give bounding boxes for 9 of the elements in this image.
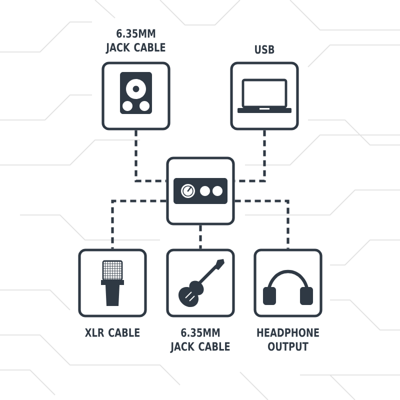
connector-line xyxy=(199,225,202,249)
box-label: XLR CABLE xyxy=(84,328,140,337)
box-label: HEADPHONE OUTPUT xyxy=(257,328,319,351)
box-label: USB xyxy=(255,45,274,54)
connector-line xyxy=(111,200,166,249)
connector-line xyxy=(134,130,166,182)
box-label: 6.35MM JACK CABLE xyxy=(106,29,166,54)
connector-line xyxy=(234,200,290,249)
box-label: 6.35MM JACK CABLE xyxy=(170,328,230,353)
